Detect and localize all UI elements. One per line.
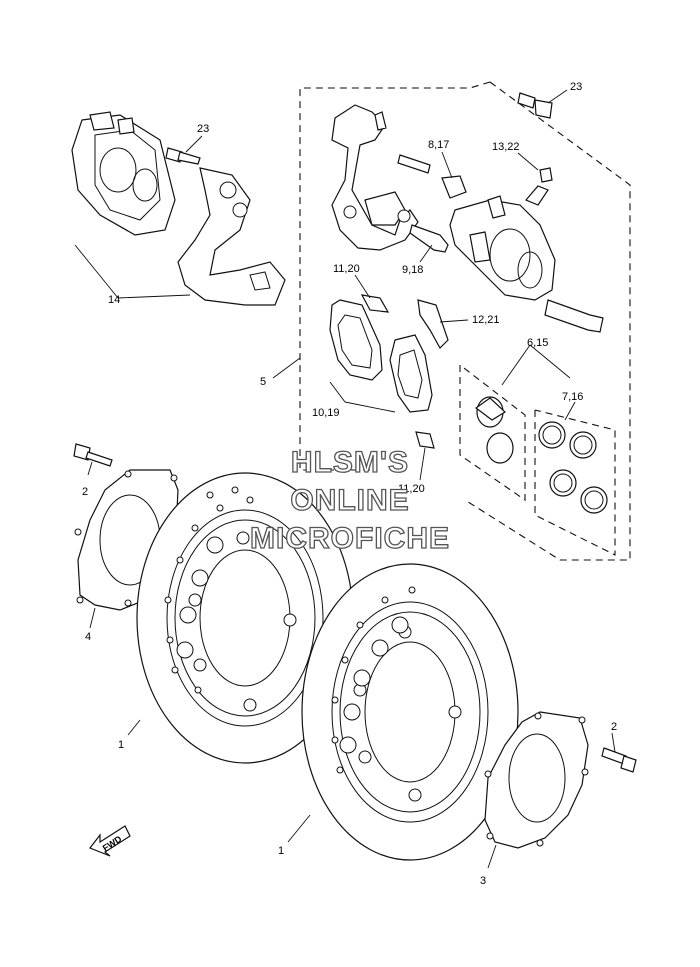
label-4: 4 xyxy=(85,631,91,643)
part-labels: 23 23 8,17 13,22 9,18 11,20 12,21 6,15 7… xyxy=(82,81,617,887)
label-2-lower: 2 xyxy=(611,721,617,733)
assembly-box xyxy=(299,81,631,561)
label-5: 5 xyxy=(260,376,266,388)
brake-pads xyxy=(329,294,449,449)
label-7-16: 7,16 xyxy=(562,391,583,403)
right-caliper-bracket xyxy=(331,104,419,251)
fwd-arrow: FWD xyxy=(89,825,131,857)
right-caliper-body xyxy=(397,92,604,333)
label-9-18: 9,18 xyxy=(402,264,423,276)
pistons-and-seals xyxy=(474,396,608,514)
leader-lines xyxy=(74,89,616,869)
label-10-19: 10,19 xyxy=(312,407,340,419)
brake-disc-right xyxy=(301,563,519,861)
label-14: 14 xyxy=(108,294,120,306)
label-2-upper: 2 xyxy=(82,486,88,498)
label-23-right: 23 xyxy=(570,81,582,93)
label-1-right: 1 xyxy=(278,845,284,857)
watermark: HLSM'S ONLINE MICROFICHE xyxy=(249,445,450,555)
label-1-left: 1 xyxy=(118,739,124,751)
label-13-22: 13,22 xyxy=(492,141,520,153)
hub-cover-lower xyxy=(484,711,637,849)
label-11-20-upper: 11,20 xyxy=(333,263,360,275)
watermark-line-2: ONLINE xyxy=(290,484,409,517)
watermark-line-3: MICROFICHE xyxy=(250,522,450,555)
label-6-15: 6,15 xyxy=(527,337,548,349)
label-23-left: 23 xyxy=(197,123,209,135)
label-11-20-lower: 11,20 xyxy=(398,483,425,495)
brake-disc-left xyxy=(136,472,354,764)
label-3: 3 xyxy=(480,875,486,887)
left-caliper-assembly xyxy=(71,111,286,306)
label-8-17: 8,17 xyxy=(428,139,449,151)
watermark-line-1: HLSM'S xyxy=(291,446,409,479)
label-12-21: 12,21 xyxy=(472,314,500,326)
